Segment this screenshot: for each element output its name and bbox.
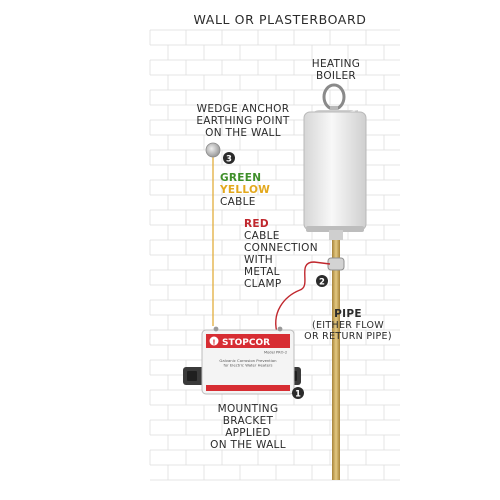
heating-boiler [303, 83, 367, 240]
stopcor-device: ! STOPCOR Model PRO-2 Galvanic Corrosion… [201, 326, 295, 395]
connection-line-1: CABLE [244, 230, 280, 242]
red-word-label: RED [244, 218, 269, 230]
connection-line-2: CONNECTION [244, 242, 318, 254]
cable-green-label: GREEN [220, 172, 262, 184]
cable-color-label: GREEN YELLOW CABLE [220, 172, 300, 208]
connection-line-5: CLAMP [244, 278, 282, 290]
device-desc-2: for Electric Water Heaters [223, 363, 272, 368]
wedge-anchor-label-line-2: EARTHING POINT [196, 115, 290, 127]
wedge-anchor-label-line-1: WEDGE ANCHOR [196, 103, 290, 115]
wedge-anchor-label-line-3: ON THE WALL [205, 127, 281, 139]
diagram-title: WALL OR PLASTERBOARD [193, 12, 367, 27]
device-desc-1: Galvanic Corrosion Prevention [219, 358, 277, 363]
heating-boiler-label-line-2: BOILER [316, 70, 356, 82]
device-brand: STOPCOR [222, 338, 270, 348]
warning-icon: ! [212, 339, 215, 347]
cable-word-label: CABLE [220, 196, 256, 208]
connection-line-4: METAL [244, 266, 280, 278]
wedge-anchor-label: WEDGE ANCHOR EARTHING POINT ON THE WALL [180, 103, 306, 139]
pipe-subtitle-line-1: (EITHER FLOW [312, 320, 384, 331]
marker-2-number: 2 [319, 278, 325, 288]
marker-3-number: 3 [226, 155, 232, 165]
heating-boiler-label: HEATING BOILER [296, 58, 376, 82]
mounting-line-3: APPLIED [225, 427, 271, 439]
mounting-line-2: BRACKET [222, 415, 274, 427]
heating-boiler-label-line-1: HEATING [311, 58, 361, 70]
pipe-title: PIPE [334, 308, 362, 320]
red-cable-label: RED CABLE CONNECTION WITH METAL CLAMP [244, 218, 334, 290]
red-cable [275, 261, 331, 337]
pipe [332, 206, 340, 480]
mounting-bracket-label: MOUNTING BRACKET APPLIED ON THE WALL [196, 403, 300, 451]
mounting-line-1: MOUNTING [217, 403, 279, 415]
connection-line-3: WITH [244, 254, 273, 266]
pipe-subtitle-line-2: OR RETURN PIPE) [304, 331, 392, 342]
device-model: Model PRO-2 [264, 351, 287, 355]
pipe-label: PIPE (EITHER FLOW OR RETURN PIPE) [300, 308, 396, 342]
brick-wall [149, 29, 400, 481]
mounting-line-4: ON THE WALL [210, 439, 286, 451]
marker-2: 2 [316, 275, 328, 288]
marker-1: 1 [292, 387, 304, 400]
marker-1-number: 1 [295, 390, 301, 400]
marker-3: 3 [223, 152, 235, 165]
wedge-anchor [205, 142, 221, 158]
cable-yellow-label: YELLOW [220, 184, 271, 196]
